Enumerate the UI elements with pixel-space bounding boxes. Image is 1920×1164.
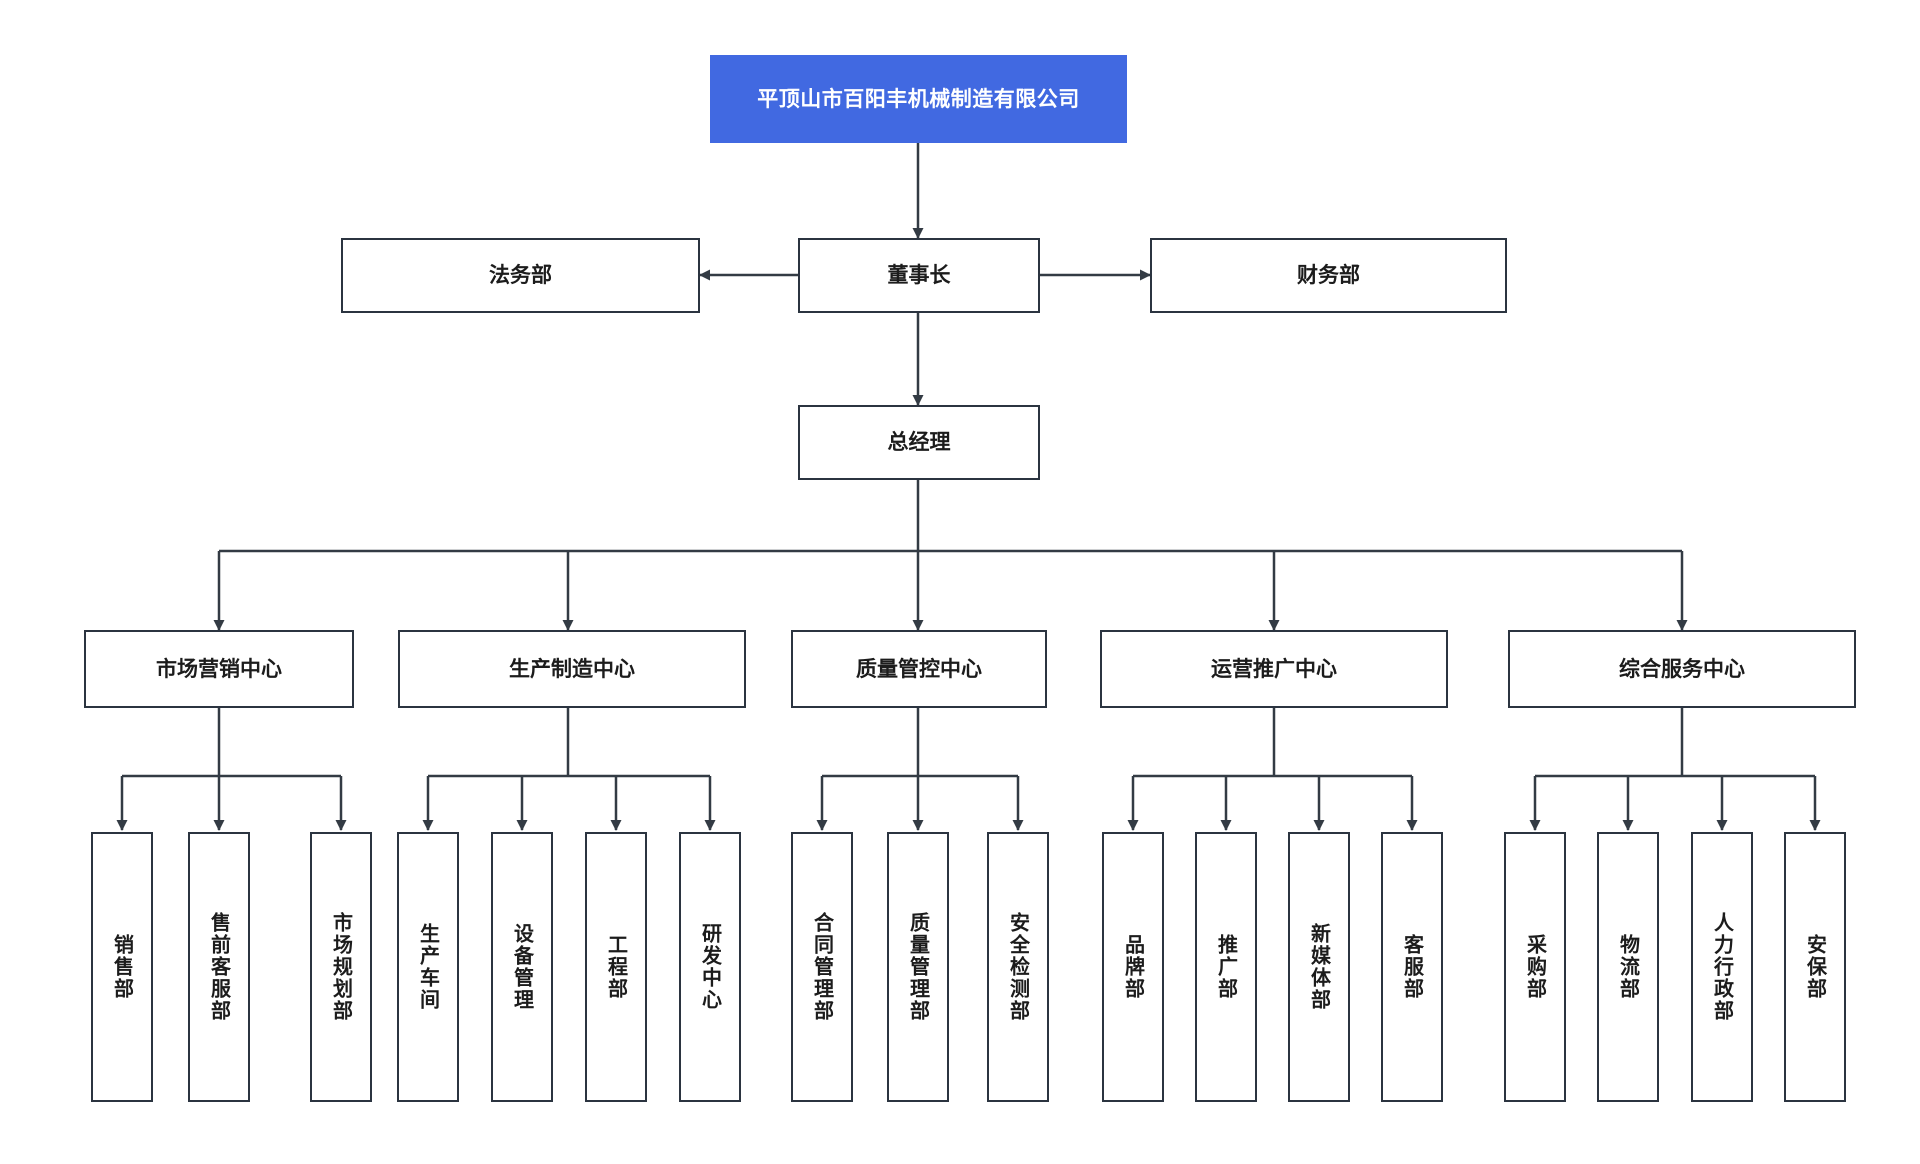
node-general-manager-label: 总经理 <box>887 430 951 455</box>
node-center-manufacturing[interactable]: 生产制造中心 <box>398 630 746 708</box>
node-center-general-service-label: 综合服务中心 <box>1619 656 1745 681</box>
node-dept-sales-label: 销售部 <box>110 934 135 1000</box>
node-chairman[interactable]: 董事长 <box>798 238 1040 313</box>
node-dept-engineering-label: 工程部 <box>604 934 629 1000</box>
node-finance-department-label: 财务部 <box>1297 263 1360 288</box>
node-root-company-label: 平顶山市百阳丰机械制造有限公司 <box>757 86 1080 111</box>
node-center-marketing[interactable]: 市场营销中心 <box>84 630 354 708</box>
node-dept-customer-service[interactable]: 客服部 <box>1381 832 1443 1102</box>
node-dept-quality-management[interactable]: 质量管理部 <box>887 832 949 1102</box>
node-dept-engineering[interactable]: 工程部 <box>585 832 647 1102</box>
node-center-quality-label: 质量管控中心 <box>856 656 982 681</box>
node-dept-market-planning[interactable]: 市场规划部 <box>310 832 372 1102</box>
node-dept-logistics-label: 物流部 <box>1616 934 1641 1000</box>
node-dept-new-media-label: 新媒体部 <box>1307 923 1332 1011</box>
node-center-quality[interactable]: 质量管控中心 <box>791 630 1047 708</box>
node-dept-promotion-label: 推广部 <box>1214 934 1239 1000</box>
node-legal-department[interactable]: 法务部 <box>341 238 700 313</box>
node-dept-quality-management-label: 质量管理部 <box>906 912 931 1022</box>
node-dept-brand-label: 品牌部 <box>1121 934 1146 1000</box>
node-dept-contract-management[interactable]: 合同管理部 <box>791 832 853 1102</box>
node-finance-department[interactable]: 财务部 <box>1150 238 1507 313</box>
node-legal-department-label: 法务部 <box>489 263 552 288</box>
node-dept-rnd-center-label: 研发中心 <box>698 923 723 1011</box>
node-center-marketing-label: 市场营销中心 <box>156 656 282 681</box>
node-dept-market-planning-label: 市场规划部 <box>329 912 354 1022</box>
node-dept-hr-administration[interactable]: 人力行政部 <box>1691 832 1753 1102</box>
node-chairman-label: 董事长 <box>887 263 951 288</box>
node-dept-equipment-management[interactable]: 设备管理 <box>491 832 553 1102</box>
node-dept-presales-service-label: 售前客服部 <box>207 912 232 1022</box>
node-dept-procurement[interactable]: 采购部 <box>1504 832 1566 1102</box>
node-dept-new-media[interactable]: 新媒体部 <box>1288 832 1350 1102</box>
node-dept-brand[interactable]: 品牌部 <box>1102 832 1164 1102</box>
node-center-general-service[interactable]: 综合服务中心 <box>1508 630 1856 708</box>
node-dept-logistics[interactable]: 物流部 <box>1597 832 1659 1102</box>
node-general-manager[interactable]: 总经理 <box>798 405 1040 480</box>
node-dept-contract-management-label: 合同管理部 <box>810 912 835 1022</box>
node-center-operations-label: 运营推广中心 <box>1211 656 1337 681</box>
node-dept-production-workshop[interactable]: 生产车间 <box>397 832 459 1102</box>
node-dept-customer-service-label: 客服部 <box>1400 934 1425 1000</box>
node-center-operations[interactable]: 运营推广中心 <box>1100 630 1448 708</box>
node-dept-hr-administration-label: 人力行政部 <box>1710 912 1735 1022</box>
node-root-company[interactable]: 平顶山市百阳丰机械制造有限公司 <box>710 55 1127 143</box>
node-dept-security[interactable]: 安保部 <box>1784 832 1846 1102</box>
node-dept-presales-service[interactable]: 售前客服部 <box>188 832 250 1102</box>
node-dept-promotion[interactable]: 推广部 <box>1195 832 1257 1102</box>
node-dept-safety-inspection-label: 安全检测部 <box>1006 912 1031 1022</box>
node-dept-rnd-center[interactable]: 研发中心 <box>679 832 741 1102</box>
node-center-manufacturing-label: 生产制造中心 <box>509 656 635 681</box>
node-dept-safety-inspection[interactable]: 安全检测部 <box>987 832 1049 1102</box>
node-dept-procurement-label: 采购部 <box>1523 934 1548 1000</box>
node-dept-security-label: 安保部 <box>1803 934 1828 1000</box>
node-dept-equipment-management-label: 设备管理 <box>510 923 535 1011</box>
node-dept-sales[interactable]: 销售部 <box>91 832 153 1102</box>
node-dept-production-workshop-label: 生产车间 <box>416 923 441 1011</box>
